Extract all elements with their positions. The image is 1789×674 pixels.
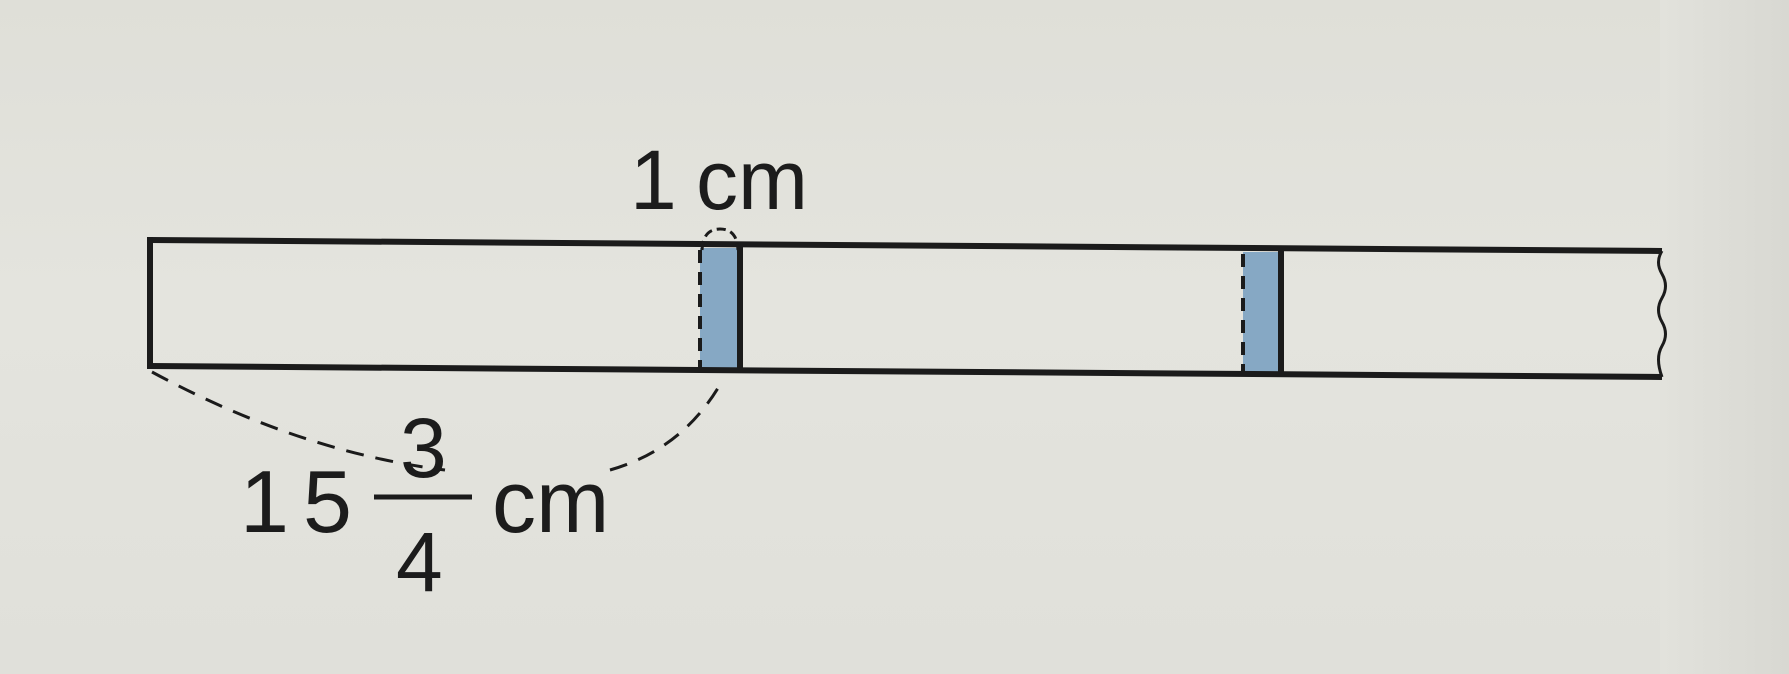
page-margin (1660, 0, 1789, 674)
length-whole-number: 15 (240, 452, 366, 551)
overlap-region-1 (700, 248, 740, 370)
overlap-label: 1 cm (630, 133, 809, 227)
length-denominator: 4 (396, 515, 443, 609)
strip-bottom-edge (149, 363, 1663, 380)
length-numerator: 3 (400, 401, 447, 495)
overlap-region-2 (1243, 252, 1281, 372)
overlap-bracket (700, 227, 740, 251)
strip-top-edge (149, 237, 1663, 254)
length-unit: cm (492, 452, 610, 551)
strip-torn-right-edge (1657, 250, 1667, 378)
length-dimension-arc (151, 370, 720, 472)
